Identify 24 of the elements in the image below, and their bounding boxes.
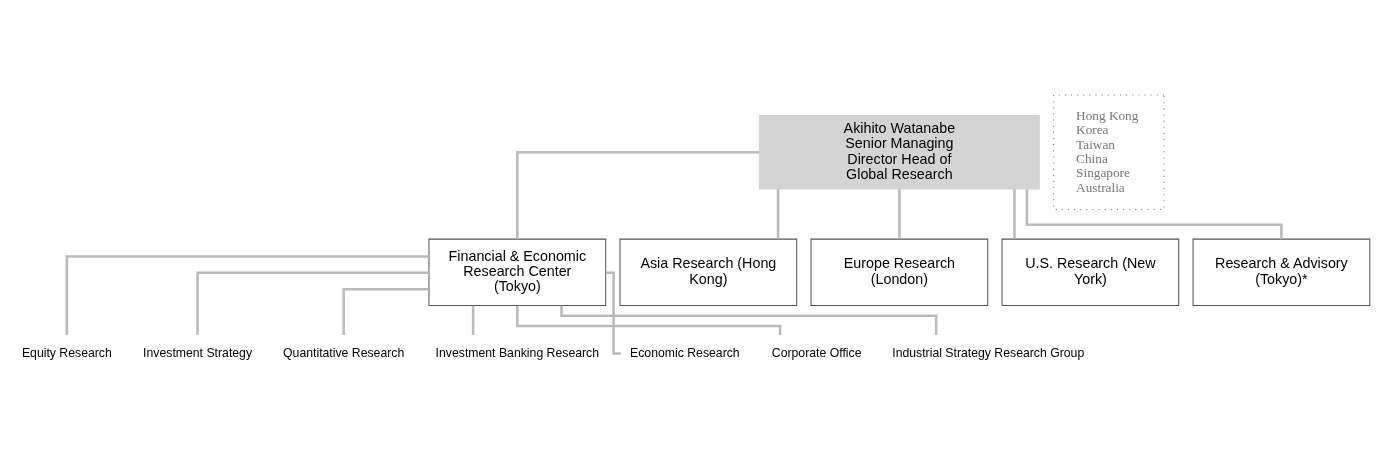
node-box: Research & Advisory (Tokyo)*	[1192, 238, 1371, 307]
connector	[898, 189, 901, 239]
connector	[1013, 189, 1016, 239]
node-box: U.S. Research (New York)	[1001, 238, 1180, 307]
connector	[776, 189, 780, 239]
node-box: Asia Research (Hong Kong)	[619, 238, 798, 307]
connector	[342, 287, 429, 335]
node-text: Economic Research	[630, 345, 740, 360]
connector	[516, 151, 760, 239]
node-text: Quantitative Research	[283, 345, 405, 360]
node-text: Industrial Strategy Research Group	[892, 345, 1085, 360]
node-box: Akihito Watanabe Senior Managing Director Head of Global Research	[758, 115, 1040, 190]
connector	[471, 305, 475, 335]
connector	[65, 255, 429, 335]
node-text: Investment Banking Research	[435, 345, 600, 360]
connector	[196, 271, 429, 335]
node-text: Equity Research	[21, 345, 112, 360]
node-box: Europe Research (London)	[810, 238, 989, 307]
node-box: Hong Kong Korea Taiwan China Singapore Australia	[1053, 94, 1165, 210]
connector	[605, 271, 621, 355]
connector	[1025, 189, 1283, 240]
node-text: Investment Strategy	[143, 345, 253, 360]
node-box: Financial & Economic Research Center (Tokyo)	[428, 238, 607, 307]
node-text: Corporate Office	[771, 345, 862, 360]
